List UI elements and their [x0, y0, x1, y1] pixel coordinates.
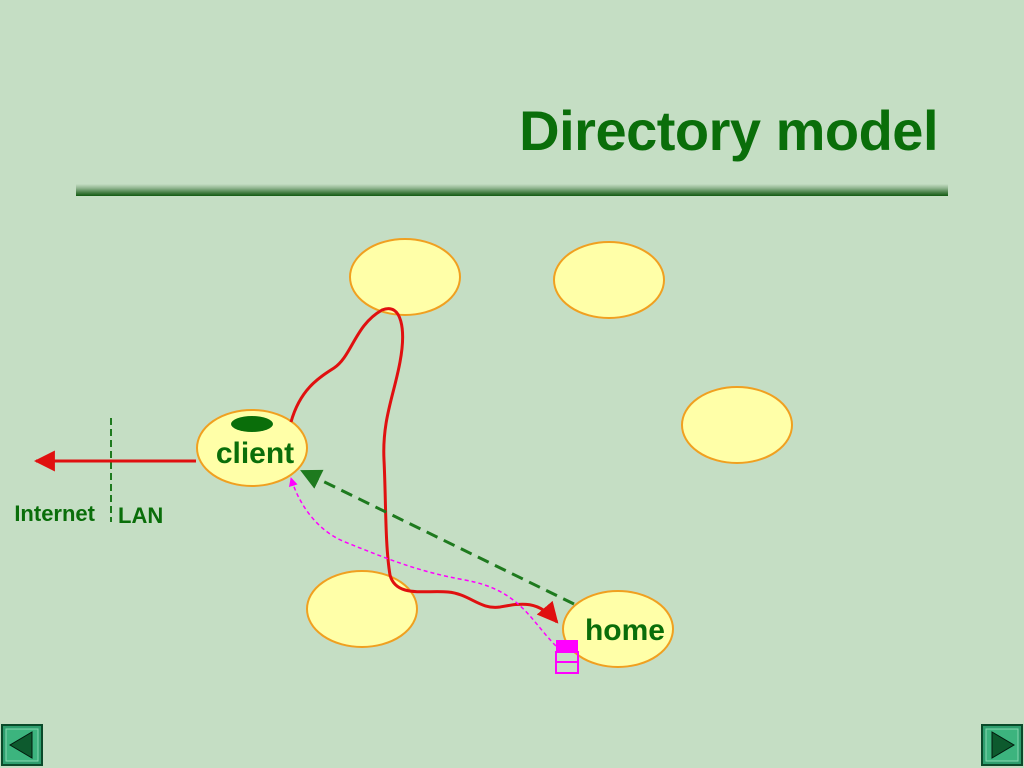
client-label: client: [216, 437, 294, 470]
previous-slide-button[interactable]: [1, 724, 43, 766]
directory-entry-icon: [555, 640, 579, 674]
internet-label: Internet: [14, 501, 95, 526]
node-top-left: [349, 238, 461, 316]
triangle-left-icon: [9, 731, 33, 759]
client-host-token: [231, 416, 273, 432]
lan-label: LAN: [118, 503, 163, 528]
route-path: [289, 307, 559, 624]
slide-title: Directory model: [519, 99, 938, 162]
home-node: [562, 590, 674, 668]
node-bottom-left: [306, 570, 418, 648]
home-label: home: [585, 614, 665, 647]
client-node: [196, 409, 308, 487]
node-right: [681, 386, 793, 464]
title-underline: [76, 184, 948, 196]
triangle-right-icon: [991, 731, 1015, 759]
registration-arrow: [300, 469, 575, 606]
lookup-arrow: [289, 477, 557, 647]
next-slide-button[interactable]: [981, 724, 1023, 766]
node-top-right: [553, 241, 665, 319]
